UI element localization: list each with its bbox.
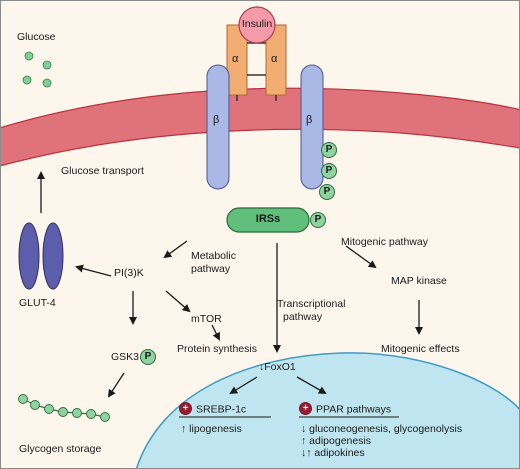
foxo1-label: ↓FoxO1	[259, 361, 296, 373]
map-kinase-label: MAP kinase	[391, 275, 447, 287]
alpha-label-left: α	[232, 53, 239, 65]
gsk3-label: GSK3	[111, 351, 140, 363]
glycogen-storage-label: Glycogen storage	[19, 443, 102, 455]
ppar-effect-1: ↓ gluconeogenesis, glycogenolysis	[301, 423, 463, 435]
plus-icon: +	[179, 402, 192, 415]
glucose-label: Glucose	[17, 31, 56, 43]
glucose-transport-label: Glucose transport	[61, 165, 144, 177]
metabolic-pathway-label-2: pathway	[191, 263, 231, 275]
mitogenic-pathway-label: Mitogenic pathway	[341, 236, 428, 248]
phospho-tag-3: P	[319, 184, 335, 200]
glycogen-chain	[18, 394, 110, 422]
plus-icon: +	[299, 402, 312, 415]
receptor-beta-subunits	[206, 64, 324, 190]
insulin-molecule	[238, 6, 276, 44]
alpha-label-right: α	[271, 53, 278, 65]
lipogenesis-label: ↑ lipogenesis	[181, 423, 242, 435]
irs-label: IRSs	[255, 213, 281, 225]
phospho-tag-1: P	[321, 142, 337, 158]
ppar-effect-2: ↑ adipogenesis	[301, 435, 372, 447]
transcriptional-pathway-label-1: Transcriptional	[277, 298, 346, 310]
irs-capsule	[226, 207, 310, 233]
glut4-label: GLUT-4	[19, 297, 56, 309]
beta-label-right: β	[306, 114, 313, 126]
transcriptional-pathway-label-2: pathway	[283, 311, 323, 323]
insulin-label: Insulin	[241, 18, 273, 30]
pathway-arrows	[37, 171, 423, 398]
srebp-label: SREBP-1c	[196, 403, 247, 416]
metabolic-pathway-label-1: Metabolic	[191, 250, 236, 262]
beta-label-left: β	[213, 114, 220, 126]
glucose-molecules	[22, 51, 52, 88]
cell-membrane	[1, 87, 519, 167]
protein-synthesis-label: Protein synthesis	[177, 343, 257, 355]
ppar-effect-3: ↓↑ adipokines	[301, 447, 365, 459]
gsk3-phospho-tag: P	[140, 349, 156, 365]
nucleus	[135, 352, 519, 468]
irs-phospho-tag: P	[310, 212, 326, 228]
glut4-transporter	[18, 222, 64, 290]
srebp-item: + SREBP-1c	[179, 402, 247, 416]
mtor-label: mTOR	[191, 313, 222, 325]
ppar-label: PPAR pathways	[316, 403, 392, 416]
pi3k-label: PI(3)K	[114, 267, 144, 279]
mitogenic-effects-label: Mitogenic effects	[381, 343, 460, 355]
ppar-item: + PPAR pathways	[299, 402, 392, 416]
receptor-alpha-subunits	[226, 24, 287, 101]
phospho-tag-2: P	[321, 163, 337, 179]
